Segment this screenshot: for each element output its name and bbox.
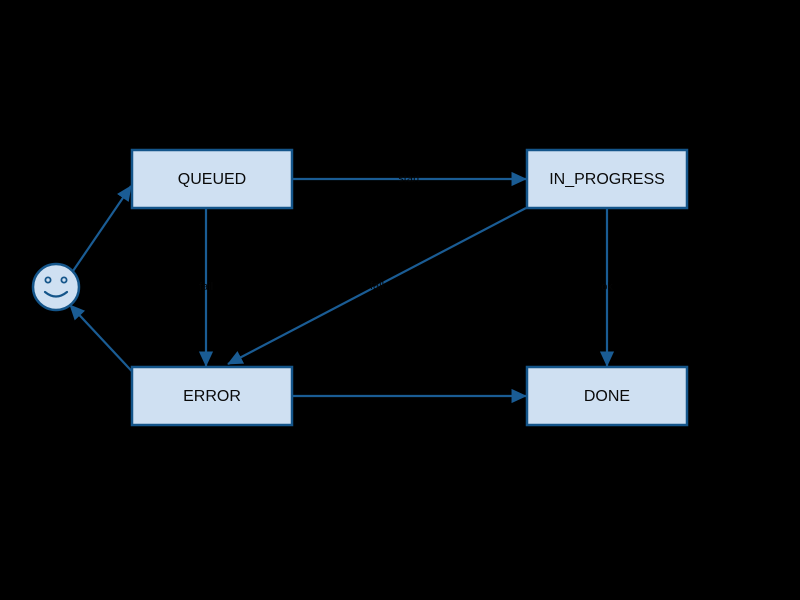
edge-error-to-start-line [69, 304, 141, 381]
edge-in-progress-to-error: fail [227, 207, 527, 365]
node-error-label: ERROR [183, 388, 241, 405]
node-queued-label: QUEUED [178, 171, 246, 188]
node-error-rect[interactable] [130, 365, 294, 427]
edge-start-to-queued-line [72, 185, 132, 272]
edge-queued-to-in-progress-label: start [398, 173, 419, 185]
node-queued[interactable]: QUEUED [130, 148, 294, 210]
edge-error-to-start [69, 304, 141, 381]
node-done[interactable]: DONE [525, 365, 689, 427]
smiley-face-icon[interactable] [31, 262, 81, 312]
smiley-mouth-icon [43, 290, 69, 298]
node-in-progress-rect[interactable] [525, 148, 689, 210]
node-in-progress[interactable]: IN_PROGRESS [525, 148, 689, 210]
edge-in-progress-to-done: ok [599, 208, 615, 367]
edge-queued-to-error-label: fail [199, 281, 213, 293]
start-state-node[interactable] [31, 262, 81, 312]
node-in-progress-label: IN_PROGRESS [549, 171, 665, 188]
smiley-right-eye-icon [60, 276, 68, 284]
node-error[interactable]: ERROR [130, 365, 294, 427]
edge-queued-to-error: fail [198, 208, 214, 367]
edge-in-progress-to-done-label: ok [601, 281, 613, 293]
edge-in-progress-to-error-line [227, 207, 527, 365]
edge-queued-to-in-progress: start [292, 171, 527, 187]
edge-in-progress-to-error-label: fail [370, 280, 384, 292]
edge-start-to-queued [72, 185, 132, 272]
node-done-label: DONE [584, 388, 630, 405]
smiley-left-eye-icon [44, 276, 52, 284]
node-queued-rect[interactable] [130, 148, 294, 210]
node-done-rect[interactable] [525, 365, 689, 427]
